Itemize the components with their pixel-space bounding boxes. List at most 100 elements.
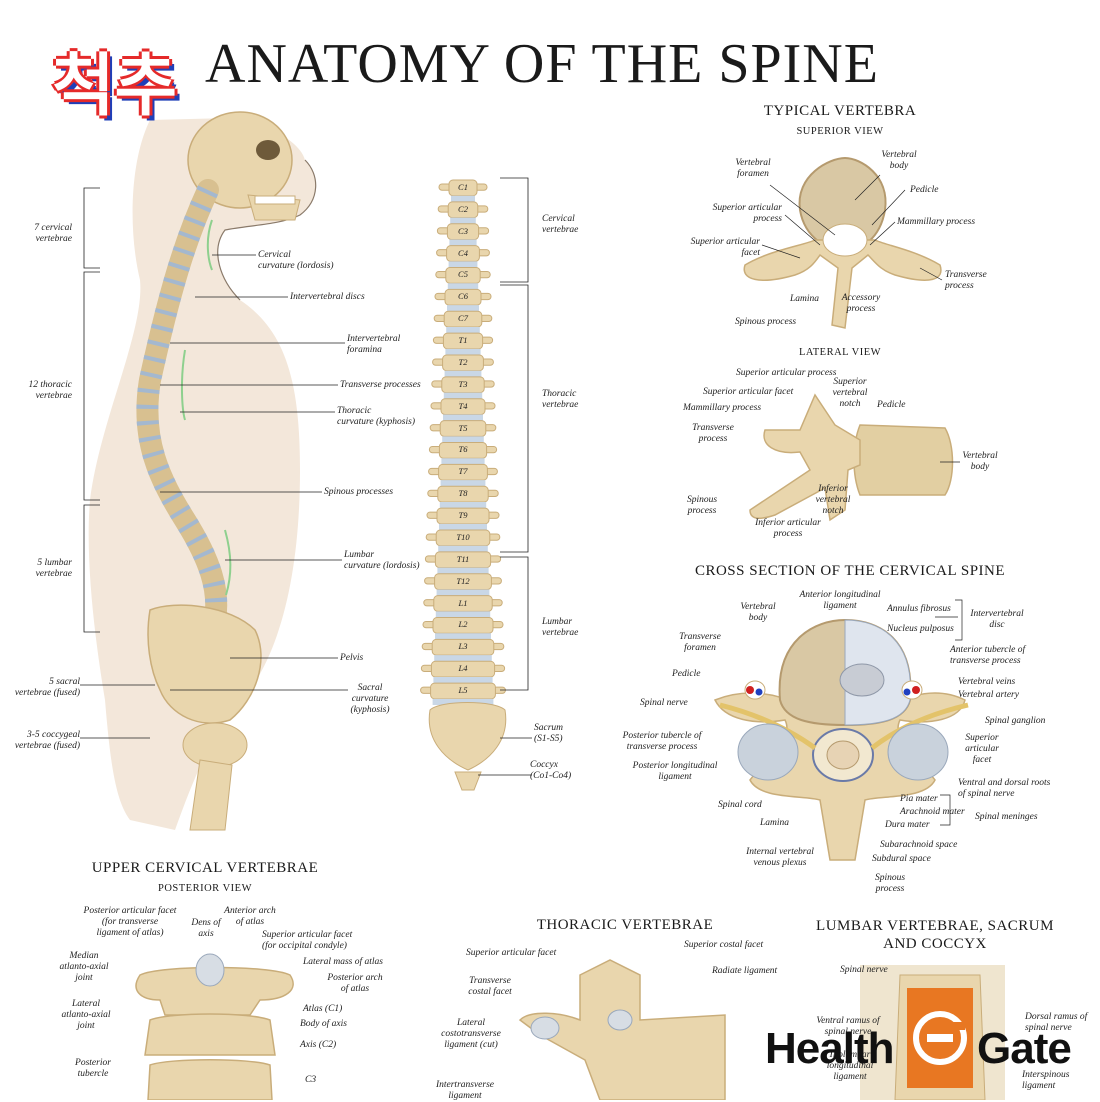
left-vertebral-vein	[755, 688, 763, 696]
label-dura-mater: Dura mater	[885, 820, 930, 830]
cervical-cross-section-illustration	[713, 618, 969, 861]
vertebra-label-c4: C4	[458, 247, 468, 258]
label-vertebral-foramen: Vertebral foramen	[735, 158, 771, 179]
label-anterior-longitudinal-ligament: Anterior longitudinal ligament	[799, 590, 881, 611]
vertebra-label-t9: T9	[458, 510, 468, 520]
label-cervical-vertebrae: Cervical vertebrae	[542, 214, 579, 235]
disc-below-c1	[451, 195, 475, 202]
label-spinal-nerve: Spinal nerve	[640, 698, 688, 708]
superior-costal-facet	[607, 1009, 633, 1031]
logo-text-left: Health	[765, 1024, 894, 1073]
label-superior-costal-facet: Superior costal facet	[684, 940, 764, 950]
right-vertebral-vein	[903, 688, 911, 696]
vertebral-foramen	[822, 223, 868, 257]
vertebra-label-l1: L1	[458, 597, 468, 608]
vertebra-label-t10: T10	[456, 531, 470, 542]
disc-below-c5	[447, 283, 479, 290]
vertebra-label-t11: T11	[456, 553, 470, 564]
vertebra-label-t1: T1	[458, 335, 468, 345]
teeth	[254, 195, 296, 205]
vertebra-label-l5: L5	[458, 685, 468, 695]
disc-below-c6	[447, 305, 479, 312]
label-sacral-curvature: Sacral curvature (kyphosis)	[350, 683, 390, 715]
spinal-cord	[826, 740, 860, 770]
vertebra-label-c5: C5	[458, 269, 468, 280]
right-articular-facet	[887, 723, 949, 781]
lordosis-curve-marker	[206, 219, 213, 271]
disc-below-l4	[433, 677, 493, 684]
lateral-processes	[749, 393, 861, 522]
healthgate-logo: Health Gate	[765, 988, 1090, 1088]
label-intervertebral-foramina: Intervertebral foramina	[347, 334, 401, 355]
label-median-atlanto-axial: Median atlanto-axial joint	[59, 951, 109, 983]
logo-mark	[907, 988, 973, 1088]
label-lateral-mass: Lateral mass of atlas	[303, 957, 383, 967]
label-superior-vertebral-notch: Superior vertebral notch	[832, 377, 868, 409]
label-subdural-space: Subdural space	[872, 854, 931, 864]
page-title: ANATOMY OF THE SPINE	[205, 33, 879, 95]
disc-below-l2	[435, 633, 491, 640]
vertebra-label-l4: L4	[458, 663, 468, 674]
logo-e-icon	[913, 1011, 967, 1065]
label-lat-spinous-process: Spinous process	[686, 495, 718, 516]
superior-view-subtitle: SUPERIOR VIEW	[796, 126, 884, 137]
label-pedicle-sup: Pedicle	[910, 185, 939, 195]
disc-below-t10	[438, 545, 488, 552]
disc-below-t5	[442, 436, 484, 443]
label-intervertebral-discs: Intervertebral discs	[290, 292, 365, 302]
label-coccyx: Coccyx (Co1-Co4)	[530, 760, 572, 781]
disc-below-t6	[441, 458, 485, 465]
vertebra-label-t2: T2	[458, 356, 468, 367]
label-anterior-arch: Anterior arch of atlas	[224, 906, 276, 927]
kyphosis-curve-marker	[180, 349, 186, 421]
label-sacrum: Sacrum (S1-S5)	[534, 723, 564, 744]
femur-head	[182, 722, 248, 768]
label-cervical-curvature: Cervical curvature (lordosis)	[258, 250, 334, 271]
label-lat-mammillary-process: Mammillary process	[683, 403, 762, 413]
label-lateral-costotransverse: Lateral costotransverse ligament (cut)	[441, 1018, 501, 1050]
label-lumbar-curvature: Lumbar curvature (lordosis)	[344, 550, 420, 571]
coccyx	[454, 771, 482, 791]
nucleus-pulposus	[839, 663, 885, 697]
label-cc-lamina: Lamina	[760, 818, 790, 828]
label-lat-pedicle: Pedicle	[877, 400, 906, 410]
label-vertebral-artery: Vertebral artery	[958, 690, 1019, 700]
disc-below-t12	[436, 589, 490, 596]
label-th-superior-articular-facet: Superior articular facet	[466, 948, 557, 958]
label-ventral-ramus: Ventral ramus of spinal nerve	[816, 1016, 880, 1037]
disc-below-t1	[445, 348, 481, 355]
lateral-spine-column	[136, 179, 228, 631]
lateral-left-brackets	[80, 187, 155, 739]
disc-below-t9	[439, 523, 487, 530]
label-transverse-processes: Transverse processes	[340, 380, 421, 390]
label-vertebral-body-sup: Vertebral body	[881, 150, 917, 171]
label-posterior-arch: Posterior arch of atlas	[327, 973, 383, 994]
skull-orbit	[256, 140, 280, 160]
label-12-thoracic: 12 thoracic vertebrae	[28, 380, 72, 401]
label-subarachnoid-space: Subarachnoid space	[880, 840, 958, 850]
label-superior-articular-process: Superior articular process	[712, 203, 782, 224]
vertebral-arch	[743, 239, 942, 329]
label-posterior-tubercle-uc: Posterior tubercle	[75, 1058, 111, 1079]
right-leader-lines	[761, 174, 963, 826]
thoracic-title: THORACIC VERTEBRAE	[536, 917, 714, 933]
label-posterior-longitudinal-ligament: Posterior longitudinal ligament	[632, 761, 718, 782]
label-lateral-atlanto-axial: Lateral atlanto-axial joint	[61, 999, 111, 1031]
sacrum	[428, 702, 507, 771]
vertebra-label-c2: C2	[458, 203, 468, 214]
vertebra-label-t8: T8	[458, 488, 468, 499]
label-lat-superior-articular-process: Superior articular process	[736, 368, 837, 378]
label-spinous-processes: Spinous processes	[324, 487, 394, 497]
label-anterior-tubercle: Anterior tubercle of transverse process	[950, 645, 1026, 666]
label-pelvis: Pelvis	[340, 653, 364, 663]
disc-below-l3	[434, 655, 492, 662]
pelvis	[147, 604, 262, 724]
label-ventral-dorsal-roots: Ventral and dorsal roots of spinal nerve	[958, 778, 1051, 799]
lateral-body-illustration	[80, 111, 348, 831]
lumbar-curve-marker	[224, 529, 232, 596]
label-cc-vertebral-body: Vertebral body	[740, 602, 776, 623]
axis	[144, 1013, 276, 1056]
disc-below-t8	[439, 502, 487, 509]
label-5-lumbar: 5 lumbar vertebrae	[35, 558, 72, 579]
